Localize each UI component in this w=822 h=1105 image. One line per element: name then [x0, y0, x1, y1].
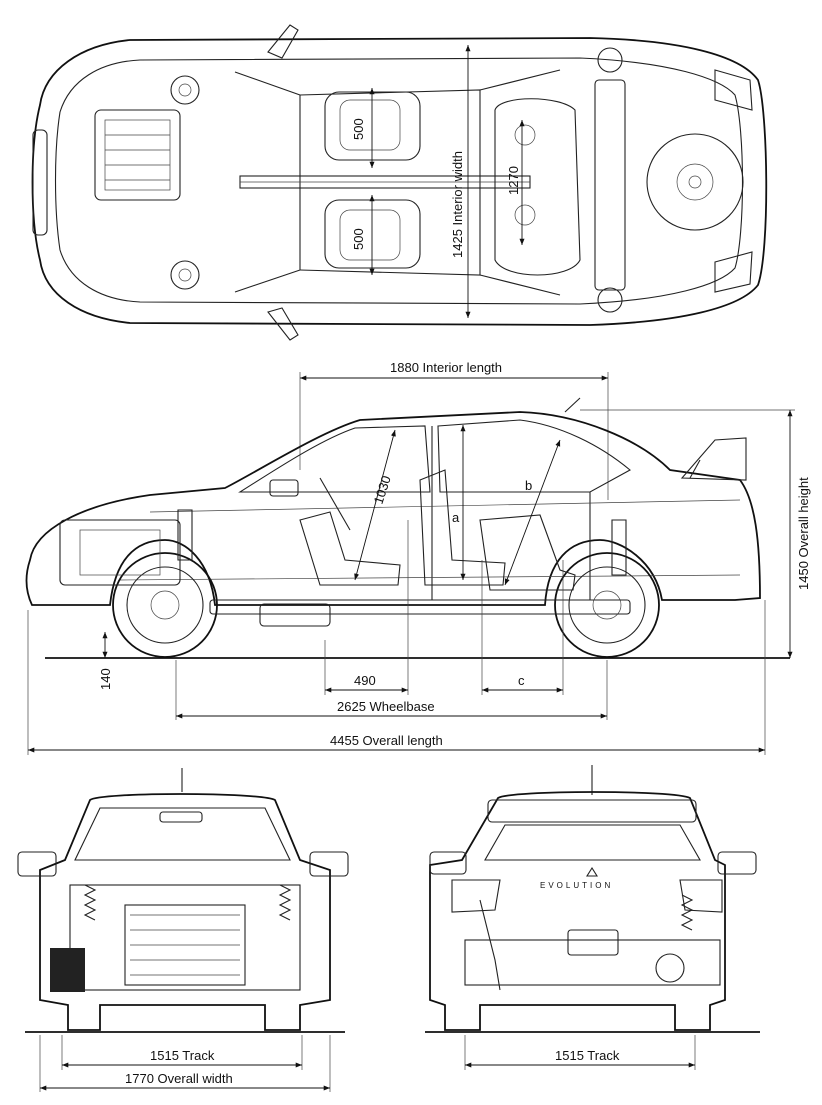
- front-seat-width-label: 500: [351, 118, 366, 140]
- rear-track-label: 1515 Track: [555, 1048, 620, 1063]
- top-view: 1425 Interior width 500 500 1270: [31, 24, 768, 341]
- wheelbase-label: 2625 Wheelbase: [337, 699, 435, 714]
- front-legroom-label: 490: [354, 673, 376, 688]
- rear-dim-label: c: [518, 673, 525, 688]
- side-view: 1880 Interior length: [25, 360, 811, 755]
- rear-view: EVOLUTION 1515 Track: [425, 765, 760, 1070]
- dim-a-label: a: [452, 510, 460, 525]
- overall-height-label: 1450 Overall height: [796, 477, 811, 590]
- rear-seat-width-label: 500: [351, 228, 366, 250]
- ground-clearance-label: 140: [98, 668, 113, 690]
- overall-width-label: 1770 Overall width: [125, 1071, 233, 1086]
- front-view: 1515 Track 1770 Overall width: [17, 768, 349, 1092]
- dim-b-label: b: [525, 478, 532, 493]
- rear-badge: EVOLUTION: [540, 881, 613, 890]
- seat-back-length-label: 1030: [371, 474, 394, 506]
- interior-length-label: 1880 Interior length: [390, 360, 502, 375]
- overall-length-label: 4455 Overall length: [330, 733, 443, 748]
- front-track-label: 1515 Track: [150, 1048, 215, 1063]
- interior-width-label: 1425 Interior width: [450, 151, 465, 258]
- rear-seat-span-label: 1270: [506, 166, 521, 195]
